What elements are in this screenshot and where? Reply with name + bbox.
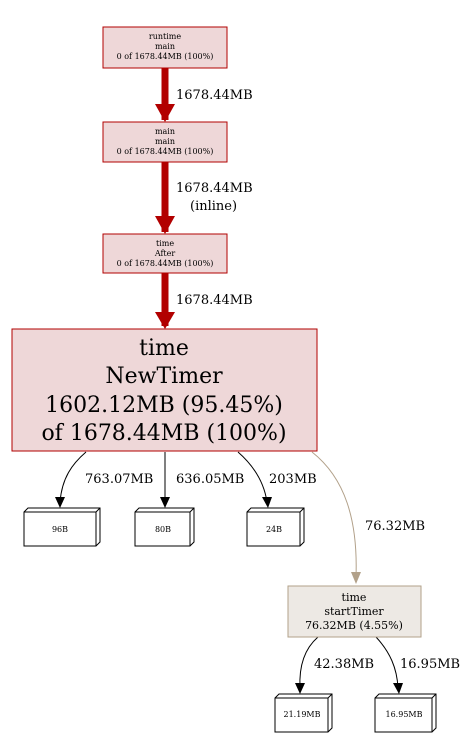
node-cum-size: of 1678.44MB (100%) (41, 421, 286, 446)
edge-arrowhead (160, 497, 170, 508)
edge-arrowhead (155, 216, 175, 234)
node-function: main (155, 42, 175, 51)
block-shape (246, 507, 305, 547)
block-edge (327, 693, 333, 699)
edge-label: 636.05MB (176, 472, 244, 487)
node-time-newtimer[interactable]: time NewTimer 1602.12MB (95.45%) of 1678… (11, 328, 318, 452)
edge-line (311, 451, 357, 578)
node-box (11, 328, 318, 452)
edge-arrowhead (155, 312, 175, 329)
block-shape (23, 507, 101, 547)
block-96b[interactable]: 96B (23, 507, 101, 547)
block-16-95mb[interactable]: 16.95MB (374, 693, 437, 733)
edge-newtimer-to-24b[interactable]: 203MB (237, 451, 317, 508)
edge-label: 763.07MB (85, 472, 153, 487)
block-21-19mb[interactable]: 21.19MB (274, 693, 333, 733)
block-edge (95, 507, 101, 513)
edge-arrowhead (351, 572, 361, 584)
node-box (102, 26, 228, 69)
block-shape (374, 693, 437, 733)
node-runtime-main[interactable]: runtime main 0 of 1678.44MB (100%) (102, 26, 228, 69)
edge-newtimer-to-starttimer[interactable]: 76.32MB (311, 451, 425, 584)
node-size: 0 of 1678.44MB (100%) (117, 259, 214, 268)
edge-arrowhead (295, 683, 305, 694)
block-label: 21.19MB (284, 710, 321, 719)
node-function: After (154, 249, 176, 258)
node-package: time (139, 336, 189, 361)
block-edge (189, 507, 195, 513)
node-function: NewTimer (105, 364, 223, 389)
edge-runtime-to-main[interactable]: 1678.44MB (155, 68, 253, 122)
edge-label: 1678.44MB (176, 293, 253, 308)
node-package: time (342, 591, 367, 604)
block-80b[interactable]: 80B (134, 507, 195, 547)
block-shape (274, 693, 333, 733)
block-24b[interactable]: 24B (246, 507, 305, 547)
block-label: 80B (155, 525, 171, 534)
node-time-starttimer[interactable]: time startTimer 76.32MB (4.55%) (287, 585, 422, 638)
node-size: 76.32MB (4.55%) (305, 619, 403, 632)
node-package: time (156, 239, 174, 248)
node-box (102, 233, 228, 274)
edge-starttimer-to-21mb[interactable]: 42.38MB (295, 636, 374, 694)
edge-starttimer-to-16mb[interactable]: 16.95MB (375, 636, 460, 694)
block-label: 96B (52, 525, 68, 534)
edge-label: 16.95MB (400, 657, 460, 672)
edge-arrowhead (393, 683, 403, 694)
node-size: 0 of 1678.44MB (100%) (117, 52, 214, 61)
node-time-after[interactable]: time After 0 of 1678.44MB (100%) (102, 233, 228, 274)
edge-label: 76.32MB (365, 519, 425, 534)
edge-label: 1678.44MB (176, 181, 253, 196)
edge-arrowhead (155, 104, 175, 122)
edge-newtimer-to-80b[interactable]: 636.05MB (160, 452, 244, 508)
block-shape (134, 507, 195, 547)
edge-arrowhead (262, 497, 272, 508)
edge-main-to-after[interactable]: 1678.44MB (inline) (155, 162, 253, 234)
block-edge (431, 693, 437, 699)
node-main-main[interactable]: main main 0 of 1678.44MB (100%) (102, 121, 228, 163)
node-size: 0 of 1678.44MB (100%) (117, 147, 214, 156)
edge-label: 203MB (269, 472, 317, 487)
node-flat-size: 1602.12MB (95.45%) (45, 393, 283, 418)
node-function: startTimer (324, 605, 384, 618)
edge-line (375, 636, 399, 689)
block-label: 24B (266, 525, 282, 534)
block-edge (299, 507, 305, 513)
block-label: 16.95MB (386, 710, 423, 719)
edge-line (59, 451, 87, 503)
edge-label: 1678.44MB (176, 88, 253, 103)
edge-after-to-newtimer[interactable]: 1678.44MB (155, 273, 253, 329)
node-box (287, 585, 422, 638)
edge-arrowhead (55, 497, 65, 508)
node-box (102, 121, 228, 163)
edge-note: (inline) (190, 199, 237, 214)
edge-newtimer-to-96b[interactable]: 763.07MB (55, 451, 153, 508)
node-function: main (155, 137, 175, 146)
node-package: runtime (149, 32, 181, 41)
edge-label: 42.38MB (314, 657, 374, 672)
node-package: main (155, 127, 175, 136)
